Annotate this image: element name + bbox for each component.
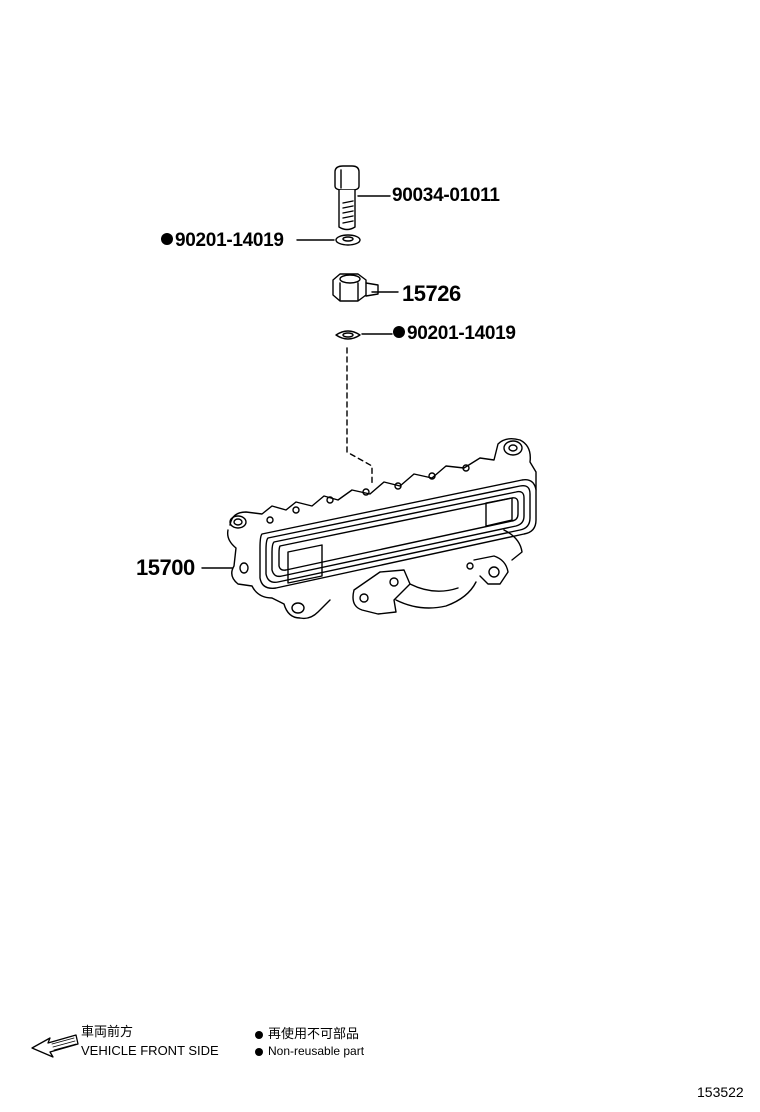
callout-lower-washer: 90201-14019 (393, 324, 516, 343)
union-fitting-drawing (332, 273, 379, 302)
non-reusable-legend-dot-icon (255, 1048, 263, 1056)
non-reusable-label-jp: 再使用不可部品 (268, 1026, 360, 1041)
non-reusable-label-en: Non-reusable part (268, 1044, 365, 1058)
non-reusable-marker-icon (393, 325, 405, 338)
non-reusable-marker-icon (161, 232, 173, 245)
callout-upper-washer: 90201-14019 (161, 231, 284, 250)
callout-bolt-part-number: 90034-01011 (392, 185, 500, 206)
figure-number: 153522 (697, 1084, 744, 1100)
oil-cooler-drawing (226, 437, 537, 620)
non-reusable-legend-dot-icon (255, 1031, 263, 1039)
vehicle-front-arrow-icon (31, 1034, 79, 1058)
vehicle-front-label-en: VEHICLE FRONT SIDE (81, 1043, 219, 1058)
upper-washer-drawing (335, 234, 361, 246)
callout-lower-washer-part-number: 90201-14019 (407, 323, 516, 344)
callout-upper-washer-part-number: 90201-14019 (175, 230, 284, 251)
lower-washer-drawing (335, 330, 361, 340)
callout-oil-cooler-part-number: 15700 (136, 555, 195, 580)
union-bolt-drawing (334, 165, 360, 231)
vehicle-front-label-jp: 車両前方 (81, 1024, 134, 1039)
callout-union-part-number: 15726 (402, 281, 461, 306)
